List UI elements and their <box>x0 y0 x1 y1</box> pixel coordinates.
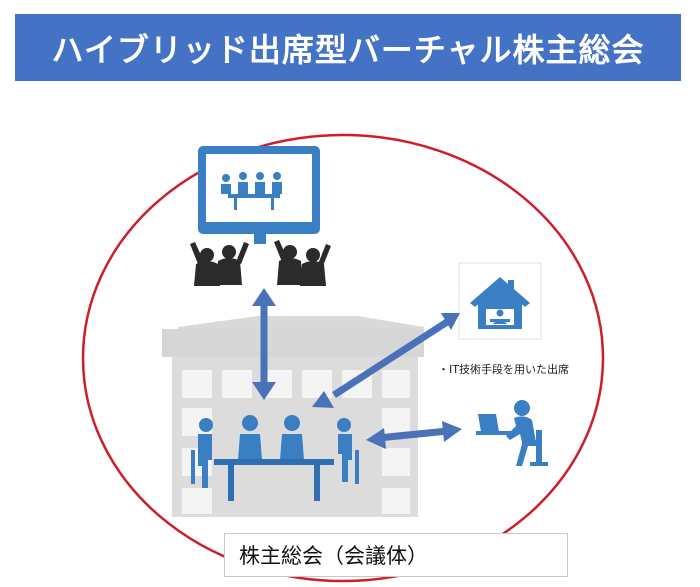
meeting-table-icon <box>191 415 359 501</box>
meeting-body-label-box: 株主総会（会議体） <box>224 533 568 577</box>
meeting-body-label: 株主総会（会議体） <box>239 544 428 568</box>
monitor-icon <box>198 146 320 244</box>
home-remote-worker-icon <box>458 262 542 340</box>
arrow-home-building <box>332 319 449 398</box>
title-banner: ハイブリッド出席型バーチャル株主総会 <box>15 14 681 81</box>
cheering-people-icon <box>190 240 331 286</box>
arrows <box>252 288 462 449</box>
it-attendance-caption: ・IT技術手段を用いた出席 <box>438 363 569 376</box>
meeting-circle <box>81 133 605 583</box>
arrow-laptop-building <box>377 427 449 442</box>
page-title: ハイブリッド出席型バーチャル株主総会 <box>51 30 645 69</box>
laptop-worker-icon <box>476 400 548 466</box>
